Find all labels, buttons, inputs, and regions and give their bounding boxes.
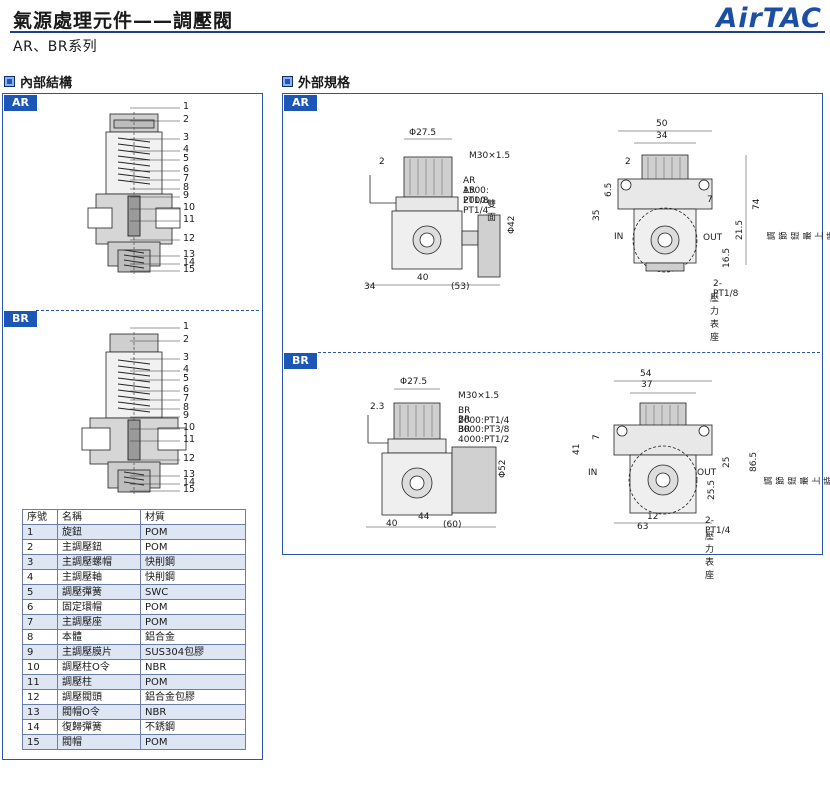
table-cell: 4 [22,569,58,585]
br-cross-section-drawing [81,332,187,494]
table-cell: 主調壓軸 [57,569,141,585]
br-side-view-drawing [613,380,713,524]
divider-dashed [36,310,259,311]
table-cell: 調壓閥頭 [57,689,141,705]
table-cell: 主調壓鈕 [57,539,141,555]
table-cell: 鋁合金 [140,629,246,645]
table-cell: 13 [22,704,58,720]
table-cell: 12 [22,689,58,705]
br-callout-leaders [130,327,180,492]
table-cell: 5 [22,584,58,600]
section-external-heading: 外部規格 [282,72,350,91]
square-bullet-icon [4,76,15,87]
table-cell: 鋁合金包膠 [140,689,246,705]
table-cell: NBR [140,704,246,720]
table-cell: 主調壓膜片 [57,644,141,660]
ar-cross-section-drawing [87,112,181,274]
table-cell: POM [140,734,246,750]
table-header-row: 序號 名稱 材質 [22,509,246,525]
table-cell: 快削鋼 [140,569,246,585]
tag-ar-internal: AR [4,95,37,111]
table-cell: 本體 [57,629,141,645]
table-cell: POM [140,599,246,615]
table-cell: SWC [140,584,246,600]
ar-side-view-drawing [617,130,747,273]
square-bullet-icon [282,76,293,87]
table-cell: 閥帽 [57,734,141,750]
header-rule [10,31,825,33]
table-cell: 6 [22,599,58,615]
tag-br-external: BR [284,353,317,369]
external-spec-panel [282,93,823,555]
table-cell: 3 [22,554,58,570]
table-cell: 固定環帽 [57,599,141,615]
table-cell: 調壓柱O令 [57,659,141,675]
table-cell: 1 [22,524,58,540]
table-cell: 11 [22,674,58,690]
page-subtitle: AR、BR系列 [13,39,98,55]
divider-dashed [318,352,820,353]
page-title: 氣源處理元件——調壓閥 [13,10,234,32]
table-cell: 2 [22,539,58,555]
section-internal-heading: 內部結構 [4,72,72,91]
table-cell: NBR [140,659,246,675]
table-cell: 9 [22,644,58,660]
table-cell: 15 [22,734,58,750]
table-cell: 調壓彈簧 [57,584,141,600]
table-cell: POM [140,539,246,555]
table-cell: 旋鈕 [57,524,141,540]
table-cell: 閥帽O令 [57,704,141,720]
table-cell: 主調壓座 [57,614,141,630]
tag-ar-external: AR [284,95,317,111]
table-cell: 主調壓螺帽 [57,554,141,570]
table-cell: 快削鋼 [140,554,246,570]
table-cell: POM [140,674,246,690]
table-cell: 14 [22,719,58,735]
br-front-view-drawing [366,388,497,528]
table-cell: 8 [22,629,58,645]
table-cell: 調壓柱 [57,674,141,690]
table-cell: 復歸彈簧 [57,719,141,735]
table-cell: 7 [22,614,58,630]
tag-br-internal: BR [4,311,37,327]
table-cell: POM [140,524,246,540]
table-cell: 10 [22,659,58,675]
ar-callout-leaders [130,107,180,272]
table-cell: SUS304包膠 [140,644,246,660]
table-cell: POM [140,614,246,630]
ar-front-view-drawing [366,138,501,286]
airtac-logo: AirTAC [716,3,822,34]
table-cell: 不銹鋼 [140,719,246,735]
